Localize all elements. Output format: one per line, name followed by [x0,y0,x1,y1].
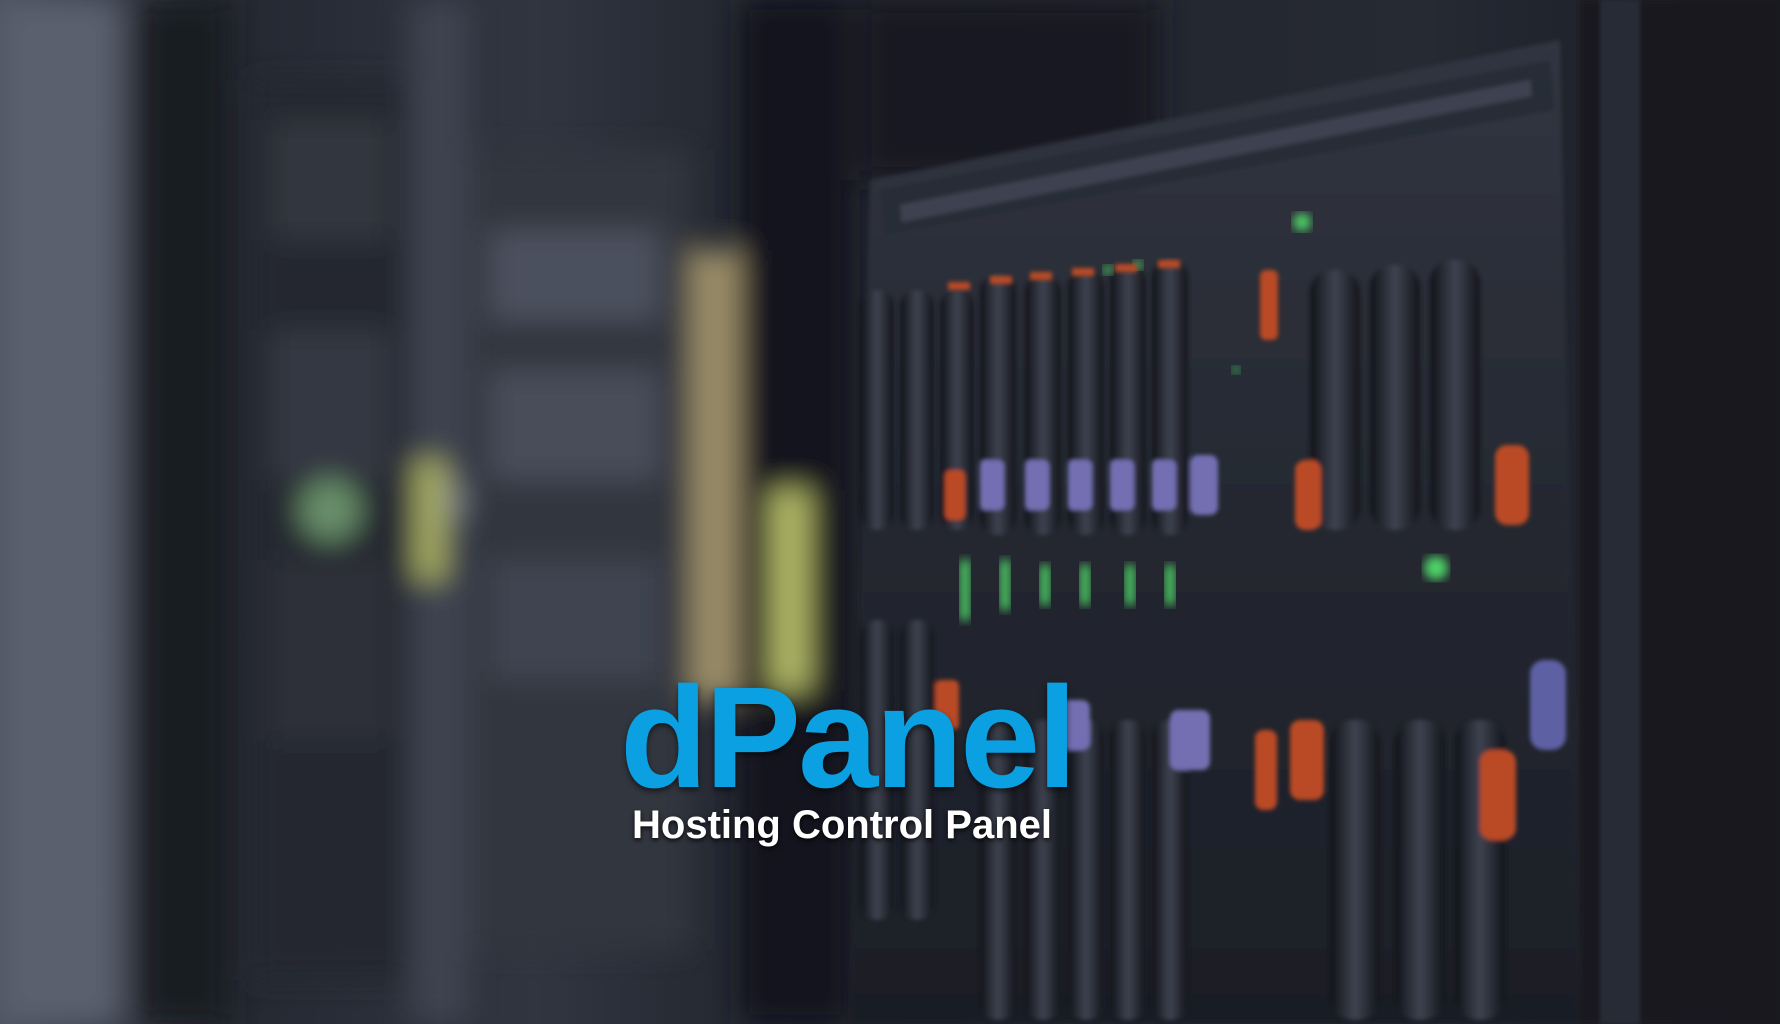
brand-subtitle: Hosting Control Panel [632,803,1052,847]
brand-title: dPanel [620,657,1077,818]
brand-logo: dPanel Hosting Control Panel [620,657,1120,848]
